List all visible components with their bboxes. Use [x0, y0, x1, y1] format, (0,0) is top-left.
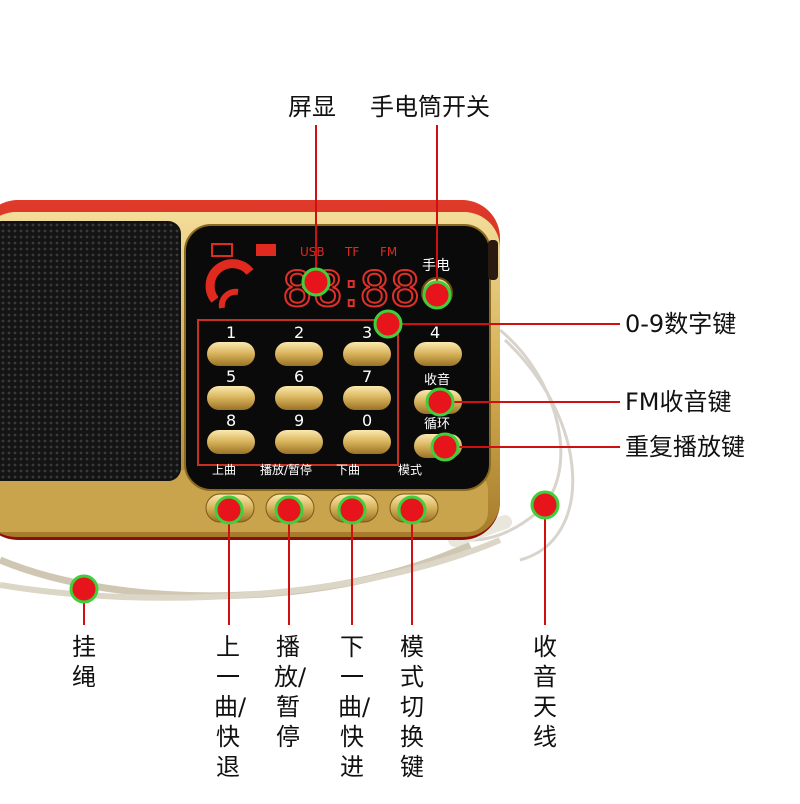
callout-play-pause: 播放/暂停 [274, 632, 302, 752]
marker-lanyard [71, 576, 97, 602]
key-6[interactable] [275, 386, 323, 410]
fm-indicator: FM [380, 245, 397, 259]
marker-digits [375, 311, 401, 337]
callout-lanyard: 挂绳 [70, 632, 98, 692]
marker-repeat [432, 434, 458, 460]
callout-prev-fast: 上一曲/快退 [214, 632, 242, 782]
callout-antenna: 收音天线 [531, 632, 559, 752]
key-1[interactable] [207, 342, 255, 366]
key-3[interactable] [343, 342, 391, 366]
clock-display: 88:88 [282, 262, 420, 318]
repeat-key-label: 循环 [424, 417, 450, 432]
key-7[interactable] [343, 386, 391, 410]
marker-play [276, 497, 302, 523]
marker-screen [303, 269, 329, 295]
callout-repeat-key: 重复播放键 [625, 435, 745, 459]
marker-fm [427, 389, 453, 415]
key-label-0: 0 [362, 411, 372, 430]
key-5[interactable] [207, 386, 255, 410]
mode-label: 模式 [398, 463, 422, 477]
usb-indicator: USB [300, 245, 325, 259]
key-0[interactable] [343, 430, 391, 454]
key-label-3: 3 [362, 323, 372, 342]
fm-key-label: 收音 [424, 372, 450, 388]
key-label-4: 4 [430, 323, 440, 342]
key-label-7: 7 [362, 367, 372, 386]
callout-digit-keys: 0-9数字键 [625, 312, 736, 336]
callout-torch-switch: 手电筒开关 [370, 95, 490, 119]
key-8[interactable] [207, 430, 255, 454]
marker-antenna [532, 492, 558, 518]
play-label: 播放/暂停 [260, 462, 312, 477]
callout-next-fast: 下一曲/快进 [338, 632, 366, 782]
marker-next [339, 497, 365, 523]
key-label-1: 1 [226, 323, 236, 342]
next-label: 下曲 [336, 463, 360, 477]
prev-label: 上曲 [212, 463, 236, 477]
key-label-2: 2 [294, 323, 304, 342]
key-label-6: 6 [294, 367, 304, 386]
key-label-8: 8 [226, 411, 236, 430]
key-2[interactable] [275, 342, 323, 366]
callout-fm-key: FM收音键 [625, 390, 732, 414]
marker-prev [216, 497, 242, 523]
key-label-9: 9 [294, 411, 304, 430]
callout-screen: 屏显 [288, 95, 336, 119]
marker-torch [424, 282, 450, 308]
speaker-grille [0, 222, 180, 480]
key-label-5: 5 [226, 367, 236, 386]
marker-mode [399, 497, 425, 523]
callout-mode-switch: 模式切换键 [398, 632, 426, 782]
key-4[interactable] [414, 342, 462, 366]
radio-body [0, 200, 500, 540]
key-9[interactable] [275, 430, 323, 454]
tf-indicator: TF [344, 245, 359, 259]
